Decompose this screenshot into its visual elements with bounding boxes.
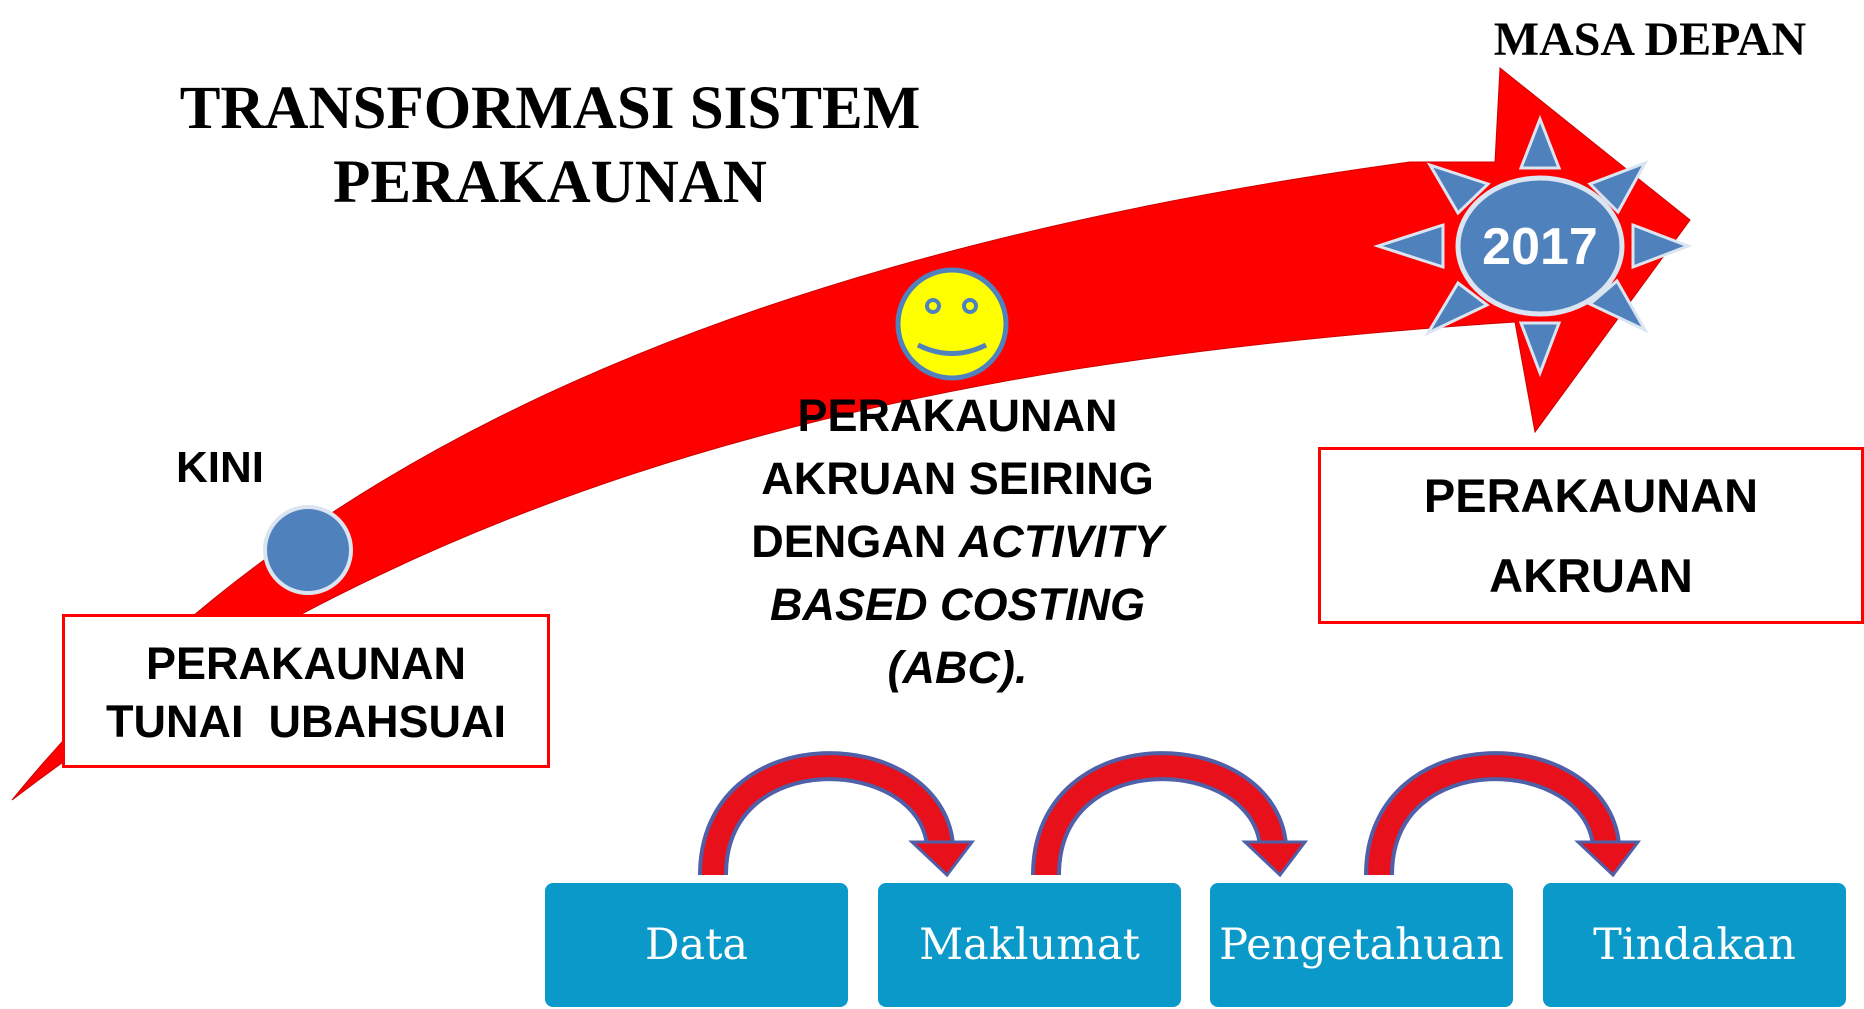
transition-line-2: AKRUAN SEIRING — [761, 453, 1154, 504]
future-box-line-2: AKRUAN — [1489, 549, 1693, 602]
current-box-line-2: TUNAI UBAHSUAI — [106, 696, 506, 747]
flow-arrow-2 — [1031, 751, 1309, 878]
future-box-line-1: PERAKAUNAN — [1423, 469, 1759, 522]
now-marker-icon — [263, 505, 353, 595]
flow-arrow-3 — [1364, 751, 1642, 878]
flow-box-data: Data — [545, 883, 848, 1007]
transition-line-3-italic: ACTIVITY — [958, 516, 1164, 567]
flow-box-pengetahuan: Pengetahuan — [1210, 883, 1513, 1007]
page-title: TRANSFORMASI SISTEM PERAKAUNAN — [130, 72, 970, 220]
smiley-face-icon — [895, 267, 1009, 381]
year-label: 2017 — [1482, 218, 1598, 276]
transition-line-5: (ABC). — [887, 642, 1028, 693]
now-label: KINI — [176, 443, 264, 492]
transition-text: PERAKAUNAN AKRUAN SEIRING DENGAN ACTIVIT… — [720, 384, 1195, 699]
title-line-1: TRANSFORMASI SISTEM — [179, 75, 921, 142]
flow-box-maklumat: Maklumat — [878, 883, 1181, 1007]
sun-burst-icon — [1373, 114, 1693, 378]
current-accounting-box: PERAKAUNAN TUNAI UBAHSUAI — [62, 614, 550, 768]
future-accounting-box: PERAKAUNAN AKRUAN — [1318, 447, 1864, 624]
transition-line-1: PERAKAUNAN — [797, 390, 1118, 441]
title-line-2: PERAKAUNAN — [333, 149, 767, 216]
current-box-line-1: PERAKAUNAN — [145, 638, 466, 689]
flow-box-tindakan: Tindakan — [1543, 883, 1846, 1007]
transition-line-4: BASED COSTING — [769, 579, 1146, 630]
future-label: MASA DEPAN — [1493, 13, 1807, 66]
transition-line-3: DENGAN ACTIVITY — [720, 510, 1195, 573]
transition-line-3-plain: DENGAN — [751, 516, 959, 567]
flow-arrow-1 — [698, 751, 976, 878]
